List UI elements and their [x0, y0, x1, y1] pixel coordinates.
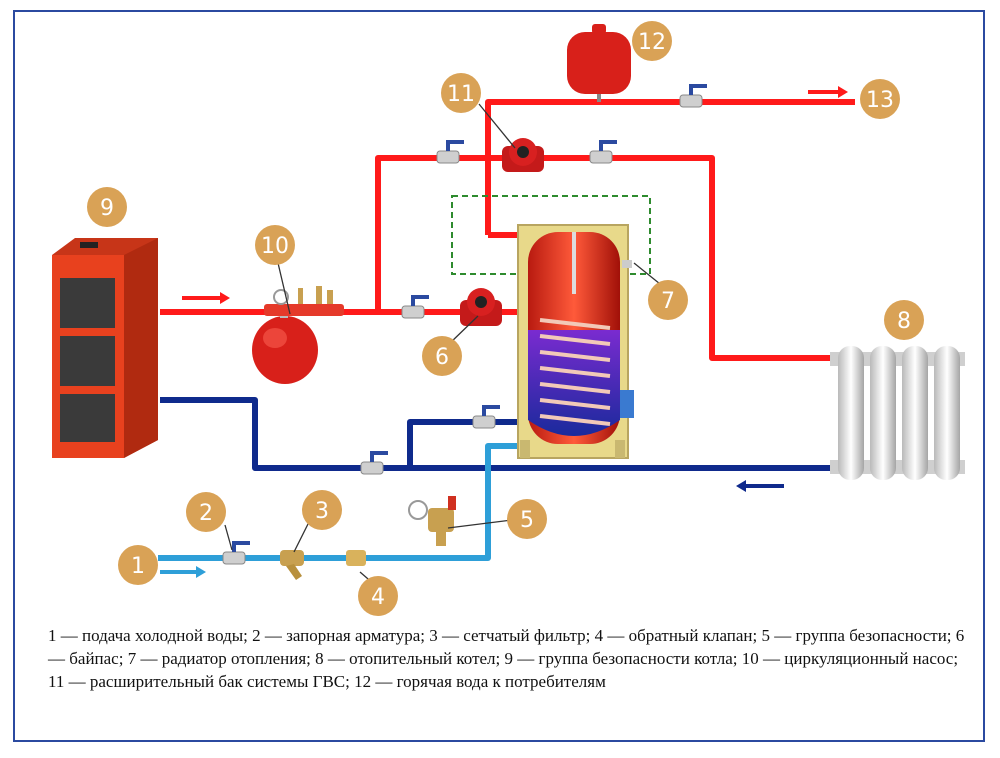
radiator-icon — [830, 346, 965, 480]
return-pipe — [160, 397, 830, 471]
marker-2: 2 — [186, 492, 226, 532]
circulation-pump-icon — [460, 288, 502, 326]
svg-text:2: 2 — [199, 501, 213, 526]
marker-4: 4 — [358, 576, 398, 616]
marker-7: 7 — [648, 280, 688, 320]
marker-5: 5 — [507, 499, 547, 539]
cold-pipes — [160, 397, 830, 471]
marker-9: 9 — [87, 187, 127, 227]
svg-text:9: 9 — [100, 196, 114, 221]
svg-text:5: 5 — [520, 508, 534, 533]
svg-text:4: 4 — [371, 585, 385, 610]
expansion-tank-icon — [567, 24, 631, 102]
legend-caption: 1 — подача холодной воды; 2 — запорная а… — [48, 626, 965, 691]
flow-arrow-icon — [160, 566, 206, 578]
svg-text:13: 13 — [866, 88, 894, 113]
marker-8: 8 — [884, 300, 924, 340]
hot-water-outlet-pipe — [485, 99, 855, 235]
ball-valves — [222, 84, 707, 565]
marker-10: 10 — [255, 225, 295, 265]
svg-text:11: 11 — [447, 82, 475, 107]
ball-valve-icon — [679, 84, 707, 108]
circulation-pump-icon — [502, 138, 544, 172]
flow-arrow-icon — [182, 292, 230, 304]
svg-text:1: 1 — [131, 554, 145, 579]
marker-12: 12 — [632, 21, 672, 61]
riser-pipe — [375, 155, 830, 361]
supply-pipes — [158, 443, 528, 561]
ball-valve-icon — [589, 140, 617, 164]
indirect-heating-tank-icon — [517, 224, 634, 459]
svg-text:8: 8 — [897, 309, 911, 334]
marker-13: 13 — [860, 79, 900, 119]
ball-valve-icon — [222, 541, 250, 565]
svg-text:3: 3 — [315, 499, 329, 524]
solid-fuel-boiler-icon — [52, 238, 158, 458]
safety-group-icon — [264, 286, 344, 316]
svg-text:6: 6 — [435, 345, 449, 370]
ball-valve-icon — [436, 140, 464, 164]
flow-arrow-icon — [736, 480, 784, 492]
strainer-icon — [280, 550, 304, 580]
ball-valve-icon — [360, 451, 388, 475]
svg-text:10: 10 — [261, 234, 289, 259]
diagram-frame — [13, 10, 985, 742]
svg-text:12: 12 — [638, 30, 666, 55]
marker-3: 3 — [302, 490, 342, 530]
marker-1: 1 — [118, 545, 158, 585]
safety-group-icon — [408, 496, 456, 546]
marker-11: 11 — [441, 73, 481, 113]
ball-valve-icon — [401, 295, 429, 319]
flow-arrow-icon — [808, 86, 848, 98]
check-valve-icon — [346, 550, 366, 566]
ball-valve-icon — [472, 405, 500, 429]
heating-scheme: 1 2 3 4 5 6 7 8 9 10 11 12 13 — [52, 21, 965, 616]
marker-6: 6 — [422, 336, 462, 376]
expansion-tank-icon — [252, 312, 318, 384]
cold-water-pipe — [158, 443, 528, 561]
svg-text:7: 7 — [661, 289, 675, 314]
